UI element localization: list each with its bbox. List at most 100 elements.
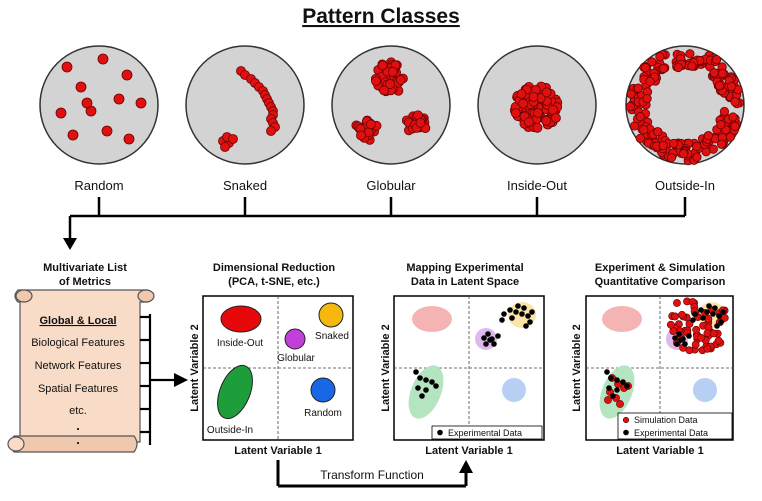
cell	[647, 57, 657, 67]
cell	[220, 142, 230, 152]
panel2-title-line1: Mapping Experimental	[406, 262, 523, 274]
panel3-legend-simulation: Simulation Data	[634, 415, 698, 425]
experimental-point	[700, 315, 706, 321]
panel2-xlabel: Latent Variable 1	[425, 445, 512, 457]
metrics-bracket	[140, 314, 176, 445]
pattern-label-globular: Globular	[366, 178, 416, 193]
cell	[385, 79, 395, 89]
experimental-point	[415, 385, 421, 391]
cell	[703, 131, 713, 141]
connector-arrowhead	[63, 238, 77, 250]
cell	[626, 89, 636, 99]
pattern-connector	[68, 197, 687, 240]
experimental-point	[624, 383, 630, 389]
transform-connector	[276, 460, 468, 488]
panel1-xlabel: Latent Variable 1	[234, 445, 321, 457]
panel3-simulation-points	[604, 297, 729, 408]
cell	[541, 87, 552, 98]
experimental-point	[499, 317, 505, 323]
cell	[415, 117, 426, 128]
transform-label: Transform Function	[320, 468, 424, 482]
cell	[719, 106, 730, 117]
metric-item-global-local: Global & Local	[39, 315, 116, 327]
panel1-title-line1: Dimensional Reduction	[213, 262, 336, 274]
cell	[687, 61, 697, 71]
diagram-title: Pattern Classes	[302, 5, 460, 28]
pattern-label-outside-in: Outside-In	[655, 178, 715, 193]
panel1-title-line2: (PCA, t-SNE, etc.)	[228, 276, 320, 288]
experimental-point	[674, 341, 680, 347]
experimental-point	[716, 313, 722, 319]
cell	[711, 55, 722, 65]
cell	[692, 152, 702, 162]
cell	[635, 112, 645, 122]
cell	[709, 68, 719, 78]
experimental-point	[718, 319, 724, 325]
cell	[730, 121, 740, 131]
experimental-point	[501, 311, 507, 317]
cell	[379, 85, 389, 96]
experimental-point	[423, 377, 429, 383]
simulation-point	[692, 325, 701, 334]
experimental-point	[620, 379, 626, 385]
simulation-point	[703, 329, 712, 338]
transform-arrowhead	[459, 460, 473, 473]
cell	[541, 115, 552, 126]
experimental-point	[686, 333, 692, 339]
pattern-label-random: Random	[74, 178, 123, 193]
experimental-point	[513, 309, 519, 315]
simulation-point	[697, 333, 706, 342]
experimental-point	[704, 309, 710, 315]
cell	[730, 97, 740, 107]
cell	[658, 63, 669, 74]
panel3-legend-experimental: Experimental Data	[634, 428, 708, 438]
metric-item-network: Network Features	[35, 360, 122, 372]
cell	[387, 66, 398, 77]
simulation-point	[666, 320, 675, 329]
cell	[633, 83, 643, 93]
cell	[510, 108, 521, 119]
experimental-point	[417, 375, 423, 381]
panel3-title-line1: Experiment & Simulation	[595, 262, 725, 274]
cell	[642, 93, 652, 104]
panel1-outside-in-cluster	[217, 364, 253, 420]
panel3-xlabel: Latent Variable 1	[616, 445, 703, 457]
experimental-point	[419, 393, 425, 399]
cell	[714, 81, 724, 91]
experimental-point	[491, 341, 497, 347]
metric-item-etc: etc.	[69, 405, 87, 417]
panel1-snaked-cluster	[318, 302, 344, 328]
cell	[121, 69, 133, 81]
simulation-point	[671, 312, 679, 321]
experimental-point	[483, 341, 489, 347]
experimental-point	[698, 307, 704, 313]
panel2-latent-space: Experimental Data Latent Variable 1 Late…	[380, 295, 545, 457]
cell	[692, 141, 702, 151]
cell	[371, 76, 381, 86]
cell	[655, 52, 665, 62]
experimental-point	[413, 369, 419, 375]
panel3-legend-exp-marker	[623, 429, 629, 436]
panel1-label-outside-in: Outside-In	[207, 425, 253, 436]
cell	[366, 119, 376, 130]
panel2-legend-experimental: Experimental Data	[448, 428, 522, 438]
panel3-legend-sim-marker	[622, 416, 630, 424]
simulation-point	[691, 340, 700, 349]
panel1-ylabel: Latent Variable 2	[189, 324, 201, 411]
panel1-latent-space: Inside-Out Globular Snaked Outside-In Ra…	[189, 295, 354, 457]
experimental-point	[604, 369, 610, 375]
panel2-legend-marker	[437, 429, 443, 436]
cell	[625, 101, 635, 112]
panel2-experimental-points	[413, 303, 535, 399]
simulation-point	[673, 299, 681, 307]
experimental-point	[527, 319, 533, 325]
cell	[728, 112, 738, 122]
panel1-globular-cluster	[284, 328, 306, 350]
experimental-point	[515, 303, 521, 309]
dish-snaked	[185, 45, 305, 165]
experimental-point	[523, 323, 529, 329]
dish-globular	[331, 45, 451, 165]
experimental-point	[676, 331, 682, 337]
simulation-point	[616, 400, 624, 408]
